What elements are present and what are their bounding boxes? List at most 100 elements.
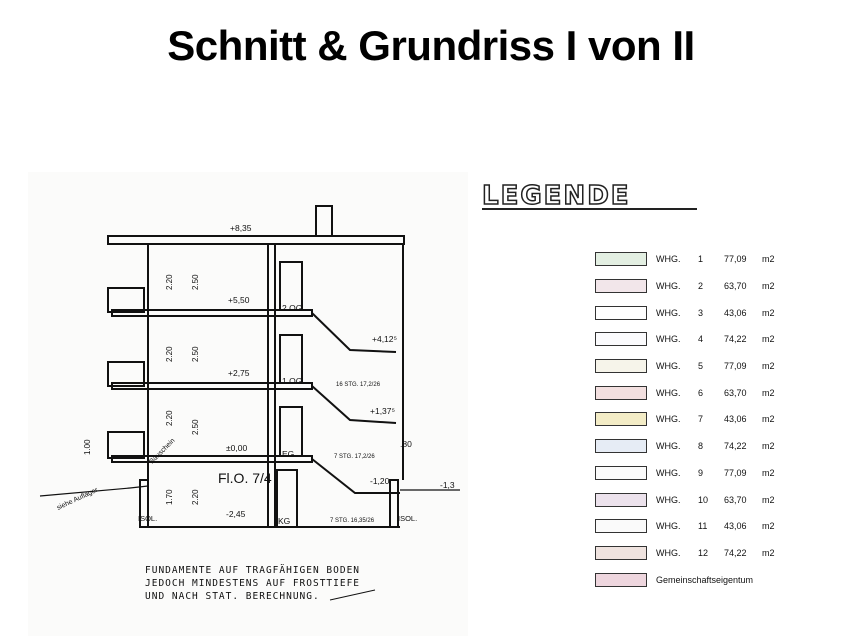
legend-swatch	[595, 519, 647, 534]
legend-swatch	[595, 572, 647, 587]
legend-number: 3	[698, 307, 704, 318]
stair-label: 7 STG. 17,2/26	[334, 454, 375, 460]
handwritten-note: Fl.O. 7/4	[218, 470, 272, 486]
legend-unit: m2	[762, 307, 775, 318]
dim-label: 1.00	[83, 439, 92, 455]
legend-label: WHG.	[656, 441, 681, 452]
dim-label: 2.20	[165, 346, 174, 362]
legend-heading-underline	[482, 208, 697, 210]
legend-unit: m2	[762, 467, 775, 478]
legend-unit: m2	[762, 414, 775, 425]
legend-item-common: Gemeinschaftseigentum	[595, 566, 775, 593]
level-label: +8,35	[230, 223, 252, 233]
legend-swatch	[595, 465, 647, 480]
floor-label: 1.OG	[282, 376, 302, 386]
legend-area: 74,22	[724, 547, 747, 558]
stair-lower	[311, 458, 400, 494]
legend-unit: m2	[762, 361, 775, 372]
legend-label: WHG.	[656, 521, 681, 532]
section-drawing-scan	[28, 172, 468, 636]
legend-swatch	[595, 252, 647, 267]
legend-area: 63,70	[724, 281, 747, 292]
legend-item: WHG. 6 63,70 m2	[595, 379, 775, 406]
dim-label: .80	[400, 439, 412, 449]
legend-label: WHG.	[656, 467, 681, 478]
dim-label: 2.20	[165, 410, 174, 426]
legend-item: WHG. 5 77,09 m2	[595, 353, 775, 380]
isol-label: ISOL.	[398, 514, 417, 523]
auflager-label: siehe Auflager	[56, 486, 100, 511]
legend-number: 4	[698, 334, 704, 345]
note-line: FUNDAMENTE AUF TRAGFÄHIGEN BODEN	[145, 565, 361, 576]
level-label: +4,12⁵	[372, 334, 397, 344]
legend-unit: m2	[762, 547, 775, 558]
legend-swatch	[595, 279, 647, 294]
legend-label: Gemeinschaftseigentum	[656, 574, 754, 585]
stair-label: 16 STG. 17,2/26	[336, 382, 381, 388]
level-label: +1,37⁵	[370, 406, 395, 416]
legend-area: 74,22	[724, 334, 747, 345]
legend-heading: LEGENDE	[481, 180, 631, 212]
level-label: +5,50	[228, 295, 250, 305]
level-label: -1,20	[370, 476, 390, 486]
legend-item: WHG. 2 63,70 m2	[595, 273, 775, 300]
level-label: -2,45	[226, 509, 246, 519]
level-label: +2,75	[228, 368, 250, 378]
level-label: ±0,00	[226, 443, 247, 453]
legend-swatch	[595, 492, 647, 507]
legend-number: 2	[698, 281, 704, 292]
legend-label: WHG.	[656, 281, 681, 292]
legend-label: WHG.	[656, 387, 681, 398]
legend-item: WHG. 7 43,06 m2	[595, 406, 775, 433]
dim-label: 2.20	[165, 274, 174, 290]
isol-label: ISOL.	[138, 514, 157, 523]
legend-number: 6	[698, 387, 704, 398]
roof-slab	[107, 235, 405, 245]
legend-unit: m2	[762, 387, 775, 398]
legend-swatch	[595, 305, 647, 320]
legend-number: 7	[698, 414, 704, 425]
legend-area: 63,70	[724, 387, 747, 398]
legend-area: 43,06	[724, 414, 747, 425]
legend-label: WHG.	[656, 334, 681, 345]
legend-unit: m2	[762, 281, 775, 292]
legend-number: 5	[698, 361, 704, 372]
legend-unit: m2	[762, 494, 775, 505]
legend-number: 9	[698, 467, 704, 478]
floor-label: KG	[278, 516, 290, 526]
legend-label: WHG.	[656, 307, 681, 318]
legend-swatch	[595, 359, 647, 374]
stair-upper	[311, 312, 397, 353]
legend-unit: m2	[762, 334, 775, 345]
legend-item: WHG. 8 74,22 m2	[595, 433, 775, 460]
legend-label: WHG.	[656, 494, 681, 505]
foundation-note: FUNDAMENTE AUF TRAGFÄHIGEN BODEN JEDOCH …	[145, 564, 360, 603]
legend-number: 10	[698, 494, 709, 505]
legend-item: WHG. 4 74,22 m2	[595, 326, 775, 353]
legend-item: WHG. 3 43,06 m2	[595, 299, 775, 326]
legend: WHG. 1 77,09 m2 WHG. 2 63,70 m2 WHG. 3 4…	[595, 246, 775, 593]
stair-middle	[311, 385, 397, 424]
note-line: UND NACH STAT. BERECHNUNG.	[145, 591, 320, 602]
legend-label: WHG.	[656, 547, 681, 558]
legend-item: WHG. 12 74,22 m2	[595, 540, 775, 567]
legend-swatch	[595, 332, 647, 347]
central-wall	[267, 243, 276, 528]
legend-unit: m2	[762, 441, 775, 452]
dim-label: 1.70	[165, 489, 174, 505]
level-label: -1,3	[440, 480, 455, 490]
dim-label: 2.50	[191, 274, 200, 290]
legend-area: 77,09	[724, 467, 747, 478]
legend-label: WHG.	[656, 361, 681, 372]
dim-label: 2.50	[191, 419, 200, 435]
legend-item: WHG. 11 43,06 m2	[595, 513, 775, 540]
section-drawing: +8,35 +5,50 +2,75 ±0,00 -2,45 +4,12⁵ +1,…	[39, 205, 460, 601]
floor-label: 2.OG	[282, 303, 302, 313]
legend-number: 8	[698, 441, 704, 452]
legend-swatch	[595, 385, 647, 400]
legend-label: WHG.	[656, 414, 681, 425]
legend-area: 77,09	[724, 361, 747, 372]
dim-label: 2.20	[191, 489, 200, 505]
legend-unit: m2	[762, 254, 775, 265]
note-line: JEDOCH MINDESTENS AUF FROSTTIEFE	[145, 578, 361, 589]
